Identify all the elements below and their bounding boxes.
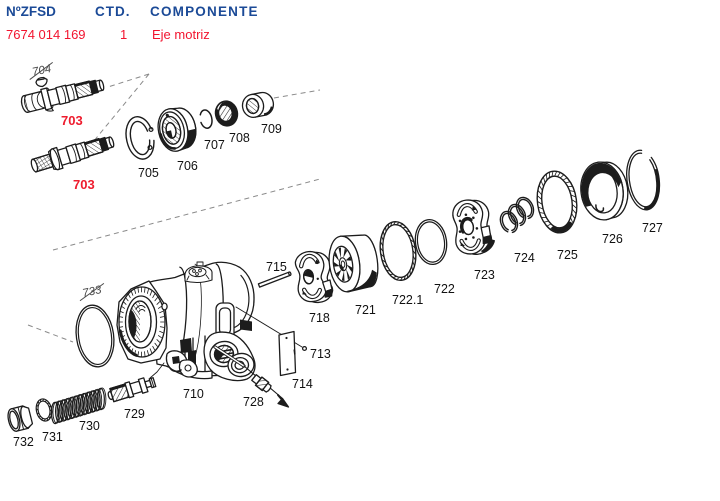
svg-text:CTD.: CTD. [95,4,131,19]
svg-text:727: 727 [642,221,663,235]
svg-text:732: 732 [13,435,34,449]
svg-text:726: 726 [602,232,623,246]
svg-text:COMPONENTE: COMPONENTE [150,4,259,19]
svg-text:707: 707 [204,138,225,152]
svg-text:721: 721 [355,303,376,317]
svg-text:715: 715 [266,260,287,274]
svg-text:723: 723 [474,268,495,282]
svg-text:708: 708 [229,131,250,145]
svg-text:705: 705 [138,166,159,180]
svg-text:1: 1 [120,27,127,42]
svg-text:Eje motriz: Eje motriz [152,27,210,42]
svg-text:710: 710 [183,387,204,401]
svg-text:709: 709 [261,122,282,136]
svg-text:724: 724 [514,251,535,265]
svg-text:703: 703 [61,113,83,128]
svg-text:728: 728 [243,395,264,409]
svg-text:722: 722 [434,282,455,296]
svg-text:706: 706 [177,159,198,173]
svg-text:722.1: 722.1 [392,293,423,307]
svg-text:703: 703 [73,177,95,192]
svg-text:713: 713 [310,347,331,361]
svg-text:731: 731 [42,430,63,444]
svg-text:729: 729 [124,407,145,421]
svg-text:730: 730 [79,419,100,433]
svg-text:714: 714 [292,377,313,391]
svg-text:NºZFSD: NºZFSD [6,4,56,19]
svg-text:7674 014 169: 7674 014 169 [6,27,86,42]
svg-text:718: 718 [309,311,330,325]
svg-text:725: 725 [557,248,578,262]
